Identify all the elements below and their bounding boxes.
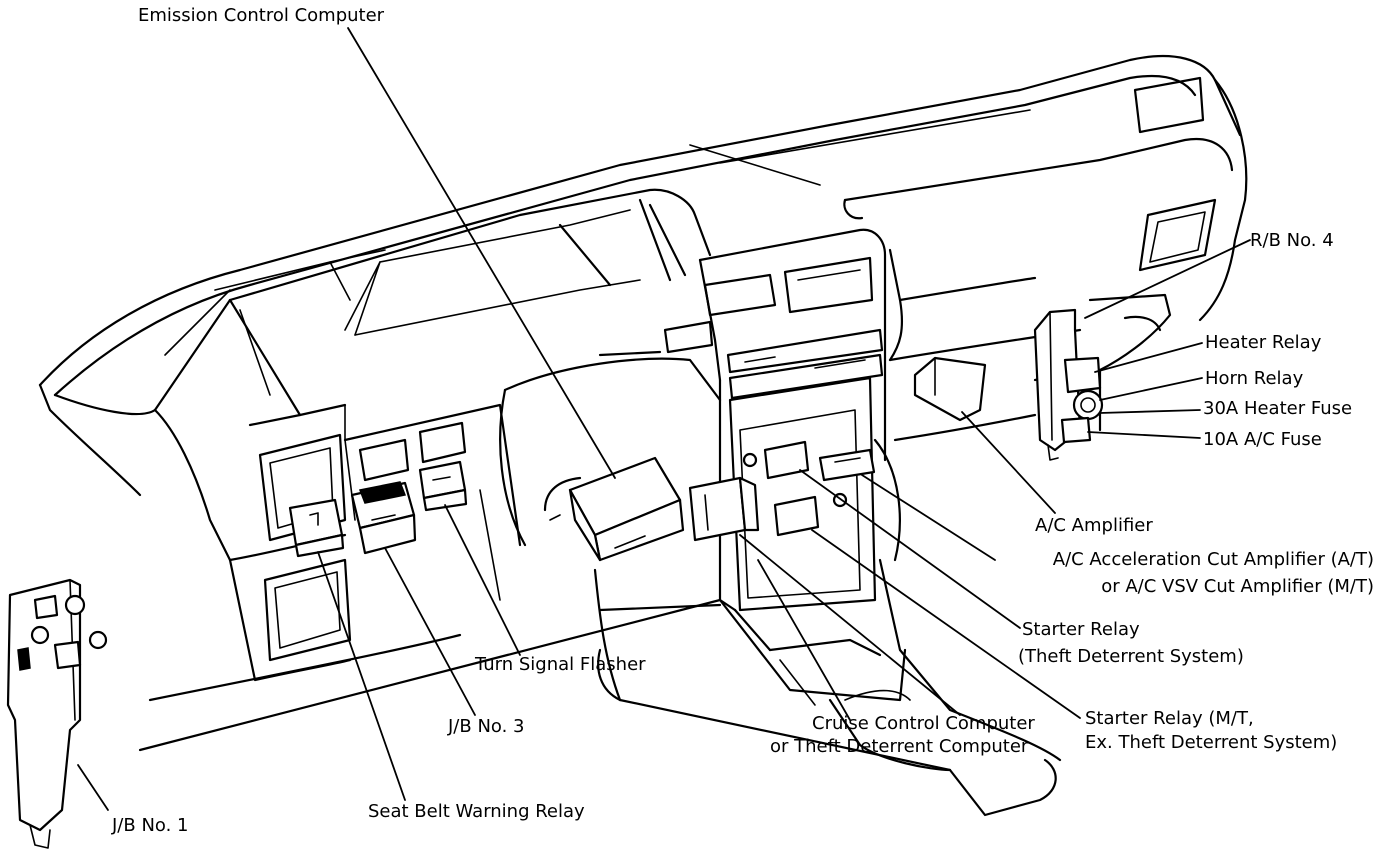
label-cruise-control-line2: or Theft Deterrent Computer — [770, 736, 1029, 757]
label-ac-accel-cut-line1: A/C Acceleration Cut Amplifier (A/T) — [1052, 549, 1374, 570]
cruise-control-computer — [688, 476, 760, 542]
label-jb-no3: J/B No. 3 — [448, 716, 525, 737]
label-cruise-control-line1: Cruise Control Computer — [812, 713, 1035, 734]
center-console — [663, 228, 1082, 772]
label-starter-relay-theft-line2: (Theft Deterrent System) — [1018, 646, 1244, 667]
jb-no3-block — [350, 481, 417, 555]
emission-control-computer-box — [568, 456, 685, 562]
label-heater-relay: Heater Relay — [1205, 332, 1322, 353]
meter-hood — [153, 188, 712, 441]
label-ac-amplifier: A/C Amplifier — [1035, 515, 1153, 536]
label-jb-no1: J/B No. 1 — [112, 815, 189, 836]
label-horn-relay: Horn Relay — [1205, 368, 1304, 389]
rb-no4-block — [1033, 308, 1104, 461]
steering-column-area — [499, 350, 1057, 817]
label-ac-accel-cut-line2: or A/C VSV Cut Amplifier (M/T) — [1101, 576, 1374, 597]
dashboard-outline — [38, 54, 1248, 397]
seat-belt-warning-relay — [288, 498, 345, 558]
switch-panel — [343, 403, 522, 601]
ac-accel-cut-amplifier — [818, 448, 876, 482]
label-rb-no4: R/B No. 4 — [1250, 230, 1334, 251]
label-starter-relay-theft-line1: Starter Relay — [1022, 619, 1140, 640]
label-seat-belt-warning-relay: Seat Belt Warning Relay — [368, 801, 585, 822]
starter-relay-theft — [742, 440, 810, 480]
label-30a-heater-fuse: 30A Heater Fuse — [1203, 398, 1353, 419]
turn-signal-flasher — [418, 460, 468, 512]
leader-lines — [77, 27, 1251, 811]
jb-no1-block — [6, 578, 108, 849]
ac-amplifier-box — [913, 356, 987, 422]
label-starter-relay-mt-line1: Starter Relay (M/T, — [1085, 708, 1254, 729]
label-emission-control-computer: Emission Control Computer — [138, 5, 385, 26]
label-turn-signal-flasher: Turn Signal Flasher — [475, 654, 646, 675]
label-starter-relay-mt-line2: Ex. Theft Deterrent System) — [1085, 732, 1338, 753]
label-10a-ac-fuse: 10A A/C Fuse — [1203, 429, 1322, 450]
starter-relay-mt — [773, 492, 848, 537]
